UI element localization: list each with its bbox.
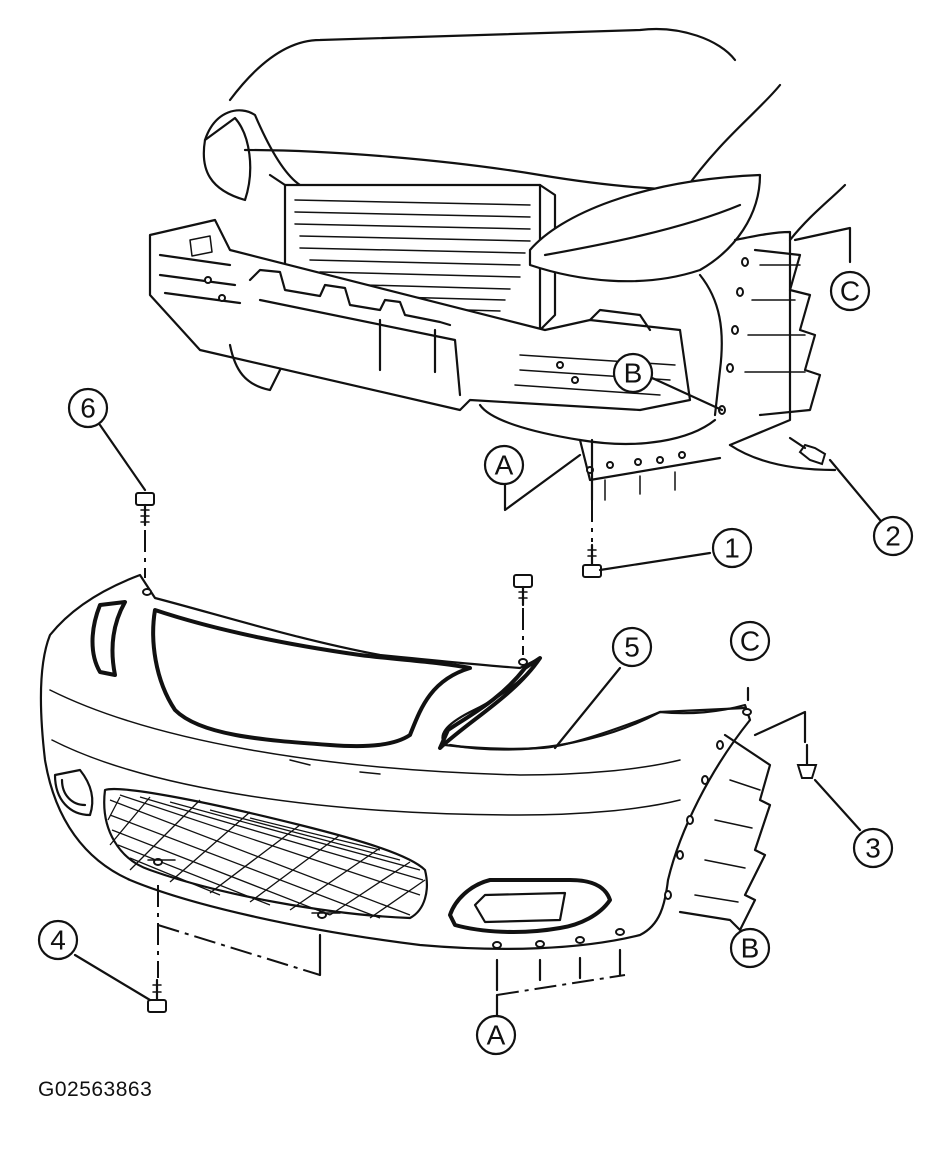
- leader-3: [813, 778, 862, 832]
- callout-3: 3: [852, 827, 894, 869]
- callout-1-label: 1: [724, 533, 740, 564]
- leader-6: [98, 423, 147, 492]
- callout-b-bottom: B: [729, 927, 771, 969]
- callout-5-label: 5: [624, 632, 640, 663]
- bracket-b-lower: [678, 733, 772, 932]
- clip-2: [788, 436, 827, 466]
- leader-5: [553, 666, 622, 750]
- bracket-a-lower: [495, 948, 622, 992]
- clip-3: [796, 743, 818, 779]
- callout-6: 6: [67, 387, 109, 429]
- callout-c-bottom: C: [729, 620, 771, 662]
- lower-grille: [103, 787, 428, 920]
- callout-2: 2: [872, 515, 914, 557]
- callout-2-label: 2: [885, 521, 901, 552]
- callout-a-bottom-label: A: [487, 1020, 506, 1051]
- leader-2: [828, 458, 882, 522]
- leader-4: [73, 953, 152, 1002]
- callout-a-top-label: A: [495, 450, 514, 481]
- grille-mesh: [107, 794, 426, 919]
- callout-a-bottom: A: [475, 1014, 517, 1056]
- bolt-1: [582, 543, 602, 578]
- callout-c-top-label: C: [840, 276, 860, 307]
- bumper-cover: [39, 573, 752, 950]
- callout-b-top: B: [612, 352, 654, 394]
- leader-b-top: [648, 375, 724, 412]
- bumper-reinforcement: [148, 218, 692, 412]
- callout-b-bottom-label: B: [741, 933, 760, 964]
- vehicle-front-structure: [148, 28, 847, 501]
- callout-4-label: 4: [50, 925, 66, 956]
- callout-4: 4: [37, 919, 79, 961]
- bolt-center: [513, 574, 533, 607]
- bolt-4: [147, 978, 167, 1013]
- callout-6-label: 6: [80, 393, 96, 424]
- callout-a-top: A: [483, 444, 525, 486]
- figure-code: G02563863: [38, 1078, 153, 1101]
- leader-1: [598, 551, 712, 572]
- headlamp-right: [528, 173, 762, 283]
- callout-1: 1: [711, 527, 753, 569]
- bolt-6: [135, 492, 155, 527]
- callout-c-top: C: [829, 270, 871, 312]
- fender-edge-holes: [718, 257, 749, 415]
- callout-b-top-label: B: [624, 358, 643, 389]
- callout-3-label: 3: [865, 833, 881, 864]
- callout-c-bottom-label: C: [740, 626, 760, 657]
- callout-5: 5: [611, 626, 653, 668]
